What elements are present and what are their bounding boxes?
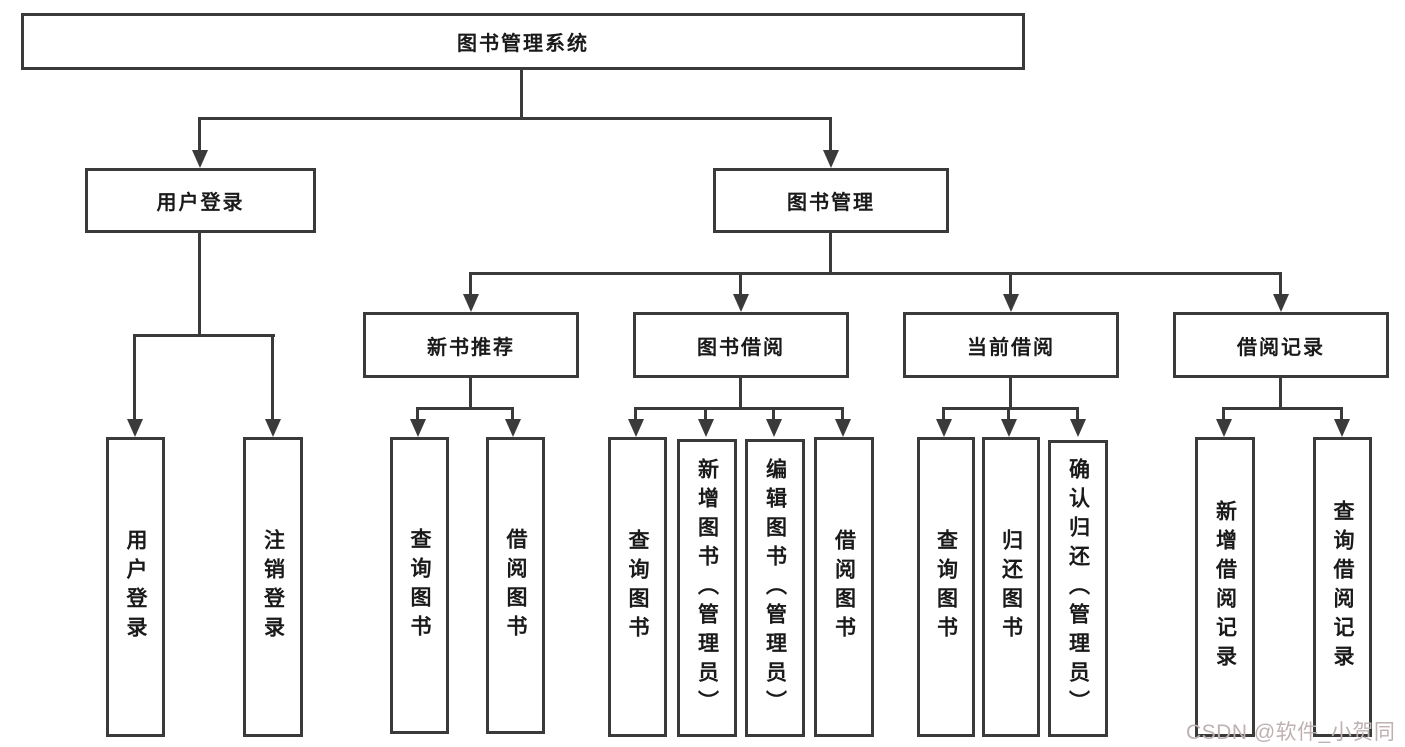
- arrowhead-down-icon: [1216, 419, 1232, 437]
- connector-drop-leaf: [1340, 407, 1343, 421]
- connector-bookborrow-stem: [739, 376, 742, 410]
- connector-drop-leaf: [772, 407, 775, 421]
- arrowhead-down-icon: [698, 419, 714, 437]
- connector-drop-borrow-records: [1279, 272, 1282, 296]
- connector-drop-user-login: [198, 117, 201, 152]
- node-book-management: 图书管理: [713, 168, 949, 233]
- connector-currentborrow-stem: [1009, 376, 1012, 410]
- leaf-edit-books-admin: 编辑图书（管理员）: [745, 439, 805, 737]
- arrowhead-down-icon: [127, 419, 143, 437]
- arrowhead-down-icon: [1070, 419, 1086, 437]
- arrowhead-down-icon: [1334, 419, 1350, 437]
- leaf-add-books-admin: 新增图书（管理员）: [677, 439, 737, 737]
- connector-userlogin-stem: [198, 231, 201, 337]
- connector-newbook-stem: [469, 376, 472, 410]
- leaf-return-books: 归还图书: [982, 437, 1040, 737]
- arrowhead-down-icon: [410, 419, 426, 437]
- csdn-watermark: CSDN @软件_小贺同学: [1186, 721, 1396, 744]
- leaf-confirm-return-admin: 确认归还（管理员）: [1048, 440, 1108, 737]
- connector-currentborrow-bar: [942, 407, 1079, 410]
- connector-drop-leaf: [841, 407, 844, 421]
- leaf-logout: 注销登录: [243, 437, 303, 737]
- connector-drop-leaf: [511, 407, 514, 421]
- leaf-borrow-books: 借阅图书: [814, 437, 874, 737]
- leaf-borrow-books-recommend: 借阅图书: [486, 437, 545, 734]
- node-user-login-group: 用户登录: [85, 168, 316, 233]
- arrowhead-down-icon: [733, 294, 749, 312]
- connector-drop-book-management: [829, 117, 832, 152]
- connector-bookmgmt-stem: [829, 231, 832, 275]
- node-book-borrowing: 图书借阅: [633, 312, 849, 378]
- connector-bookmgmt-bar: [469, 272, 1282, 275]
- arrowhead-down-icon: [463, 294, 479, 312]
- arrowhead-down-icon: [936, 419, 952, 437]
- node-current-borrowing: 当前借阅: [903, 312, 1119, 378]
- node-borrowing-records: 借阅记录: [1173, 312, 1389, 378]
- node-new-book-recommendation: 新书推荐: [363, 312, 579, 378]
- connector-drop-leaf: [1007, 407, 1010, 421]
- connector-drop-leaf: [1076, 407, 1079, 421]
- connector-drop-book-borrow: [739, 272, 742, 296]
- leaf-query-books-borrow: 查询图书: [608, 437, 667, 737]
- connector-bookborrow-bar: [634, 407, 844, 410]
- connector-userlogin-bar: [133, 334, 275, 337]
- arrowhead-down-icon: [1273, 294, 1289, 312]
- leaf-query-books-current: 查询图书: [917, 437, 975, 737]
- connector-drop-leaf: [271, 334, 274, 421]
- node-library-management-system: 图书管理系统: [21, 13, 1025, 70]
- connector-drop-leaf: [634, 407, 637, 421]
- arrowhead-down-icon: [823, 150, 839, 168]
- connector-newbook-bar: [416, 407, 514, 410]
- connector-drop-leaf: [133, 334, 136, 421]
- arrowhead-down-icon: [1001, 419, 1017, 437]
- connector-drop-leaf: [942, 407, 945, 421]
- leaf-query-books-recommend: 查询图书: [390, 437, 449, 734]
- leaf-user-login: 用户登录: [106, 437, 165, 737]
- arrowhead-down-icon: [192, 150, 208, 168]
- arrowhead-down-icon: [628, 419, 644, 437]
- arrowhead-down-icon: [505, 419, 521, 437]
- leaf-add-borrow-record: 新增借阅记录: [1195, 437, 1255, 737]
- connector-drop-new-book: [469, 272, 472, 296]
- connector-drop-leaf: [704, 407, 707, 421]
- connector-records-stem: [1279, 376, 1282, 410]
- arrowhead-down-icon: [1003, 294, 1019, 312]
- connector-drop-leaf: [1222, 407, 1225, 421]
- arrowhead-down-icon: [766, 419, 782, 437]
- connector-records-bar: [1222, 407, 1343, 410]
- connector-root-stem: [520, 70, 523, 120]
- arrowhead-down-icon: [835, 419, 851, 437]
- arrowhead-down-icon: [265, 419, 281, 437]
- connector-root-bar: [198, 117, 832, 120]
- connector-drop-leaf: [416, 407, 419, 421]
- leaf-query-borrow-record: 查询借阅记录: [1313, 437, 1372, 737]
- connector-drop-current-borrow: [1009, 272, 1012, 296]
